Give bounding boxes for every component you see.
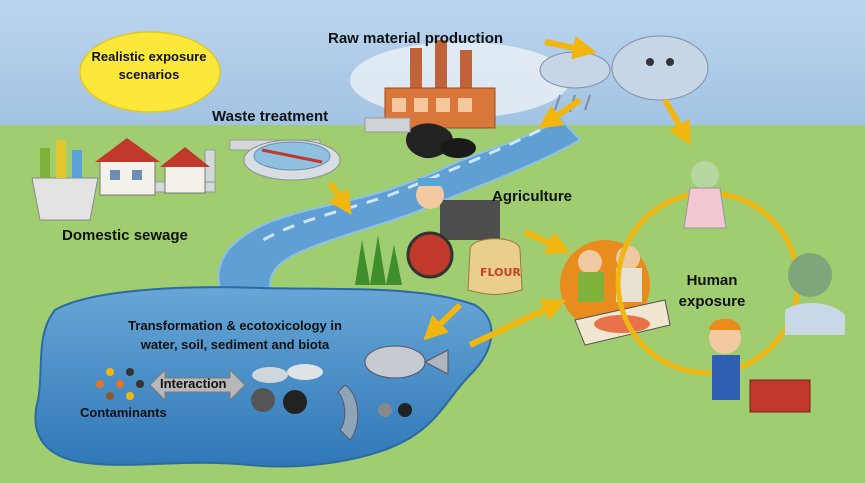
dolphin-icon [337, 384, 359, 441]
realistic-exposure-label: Realistic exposure scenarios [91, 49, 207, 82]
house-icon [95, 138, 210, 196]
fish-icon [364, 345, 449, 379]
grass-icon [355, 235, 402, 285]
flour-label: FLOUR [480, 266, 521, 279]
waste-basket-icon [31, 140, 99, 221]
domestic-sewage-label: Domestic sewage [62, 227, 188, 244]
interaction-label: Interaction [160, 376, 227, 391]
raw-material-production-label: Raw material production [328, 30, 504, 47]
flow-arrows [327, 35, 691, 348]
shower-icon [785, 253, 845, 335]
toolbox-icon [749, 379, 811, 413]
nanoparticles-icon [251, 364, 412, 417]
treatment-plant-icon [243, 139, 341, 181]
human-exposure-label: Human exposure [678, 272, 746, 310]
family-meal-icon [560, 240, 671, 346]
contaminants-label: Contaminants [80, 405, 167, 420]
worker-icon [709, 318, 741, 400]
realistic-exposure-bubble [79, 31, 221, 113]
river-highlight [254, 128, 541, 247]
flour-bag-icon [467, 238, 523, 295]
waste-treatment-label: Waste treatment [212, 108, 329, 125]
cloud-icon [539, 35, 709, 113]
agriculture-label: Agriculture [492, 188, 573, 205]
transformation-label: Transformation & ecotoxicology in water,… [128, 318, 342, 352]
contaminant-dots-icon [96, 368, 144, 400]
girl-in-wind-icon [683, 161, 727, 229]
interaction-arrow-icon [149, 368, 246, 402]
